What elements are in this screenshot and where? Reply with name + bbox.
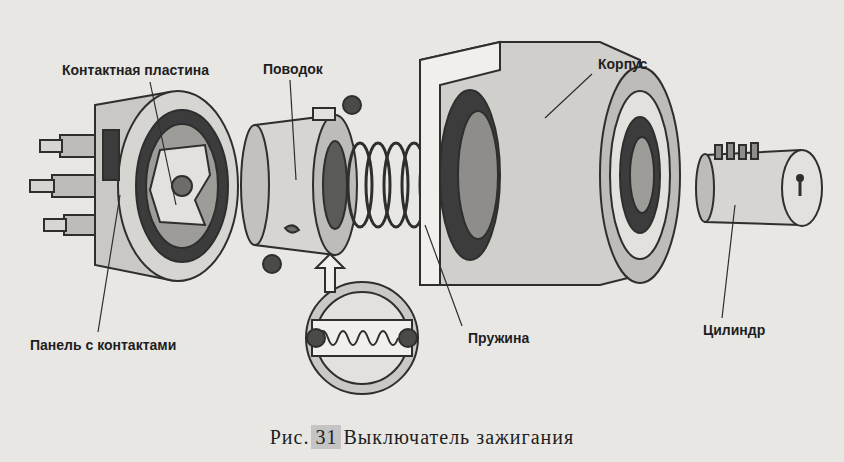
figure-caption-row: Рис. 31 Выключатель зажигания xyxy=(0,426,844,449)
part-label: Корпус xyxy=(598,56,647,72)
figure-caption: Рис. 31 Выключатель зажигания xyxy=(270,426,574,448)
part-label: Пружина xyxy=(468,330,529,346)
part-label: Цилиндр xyxy=(703,322,765,338)
part-label: Контактная пластина xyxy=(62,62,209,78)
part-label: Панель с контактами xyxy=(30,337,176,353)
part-label: Поводок xyxy=(263,61,323,77)
